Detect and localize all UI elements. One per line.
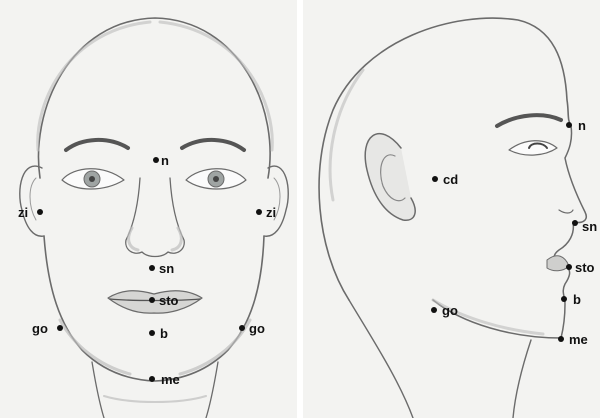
- front-landmark-sto-label: sto: [159, 294, 179, 308]
- side-eyebrow: [497, 115, 561, 126]
- front-landmark-b-dot: [149, 330, 155, 336]
- front-landmark-sn-label: sn: [159, 262, 174, 276]
- side-landmark-me-dot: [558, 336, 564, 342]
- front-landmark-go-left-dot: [57, 325, 63, 331]
- side-ear: [365, 134, 415, 221]
- side-landmark-sn-dot: [572, 220, 578, 226]
- front-landmark-me-dot: [149, 376, 155, 382]
- side-landmark-cd-dot: [432, 176, 438, 182]
- front-lips: [108, 291, 202, 313]
- side-face-drawing: [303, 0, 600, 418]
- side-landmark-b-label: b: [573, 293, 581, 307]
- front-landmark-zi-right-dot: [256, 209, 262, 215]
- front-landmark-zi-right-label: zi: [266, 206, 276, 220]
- front-nose: [126, 178, 185, 257]
- front-landmark-go-right-dot: [239, 325, 245, 331]
- front-landmark-n-label: n: [161, 154, 169, 168]
- side-landmark-n-dot: [566, 122, 572, 128]
- side-landmark-go-label: go: [442, 304, 458, 318]
- front-landmark-sto-dot: [149, 297, 155, 303]
- front-landmark-sn-dot: [149, 265, 155, 271]
- side-landmark-sto-label: sto: [575, 261, 595, 275]
- side-neck-front: [513, 340, 531, 418]
- front-head-outline: [38, 18, 270, 178]
- front-neck: [92, 362, 104, 418]
- front-landmark-n-dot: [153, 157, 159, 163]
- side-landmark-sn-label: sn: [582, 220, 597, 234]
- side-head-outline: [319, 18, 571, 300]
- side-view-panel: n cd sn sto b go me: [303, 0, 600, 418]
- front-landmark-zi-left-label: zi: [18, 206, 28, 220]
- front-landmark-zi-left-dot: [37, 209, 43, 215]
- front-face-drawing: [0, 0, 297, 418]
- front-landmark-go-left-label: go: [32, 322, 48, 336]
- front-view-panel: n zi zi sn sto go go b me: [0, 0, 297, 418]
- side-face-profile: [565, 126, 586, 223]
- side-landmark-me-label: me: [569, 333, 588, 347]
- side-eye: [509, 141, 557, 155]
- front-right-eyebrow: [182, 140, 244, 150]
- side-landmark-cd-label: cd: [443, 173, 458, 187]
- side-landmark-b-dot: [561, 296, 567, 302]
- side-landmark-go-dot: [431, 307, 437, 313]
- front-landmark-me-label: me: [161, 373, 180, 387]
- front-landmark-b-label: b: [160, 327, 168, 341]
- side-landmark-sto-dot: [566, 264, 572, 270]
- front-left-eyebrow: [66, 140, 128, 150]
- front-landmark-go-right-label: go: [249, 322, 265, 336]
- side-landmark-n-label: n: [578, 119, 586, 133]
- side-neck-back: [349, 300, 413, 418]
